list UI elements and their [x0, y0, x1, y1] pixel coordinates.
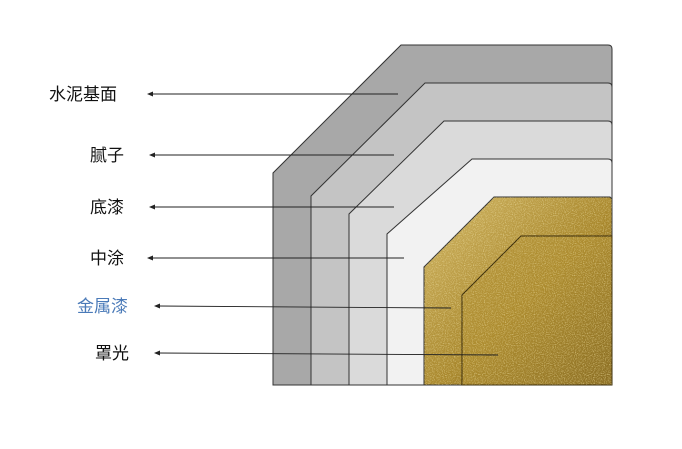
arrowhead-putty	[149, 152, 155, 158]
arrowhead-primer	[149, 204, 155, 210]
label-putty: 腻子	[90, 146, 124, 166]
layer-labels: 水泥基面 腻子 底漆 中涂 金属漆 罩光	[49, 85, 129, 364]
arrowhead-metallic	[154, 303, 160, 309]
arrowhead-midcoat	[147, 255, 153, 261]
label-metallic: 金属漆	[77, 297, 128, 317]
label-primer: 底漆	[90, 198, 124, 218]
clearcoat-texture	[462, 236, 612, 385]
label-midcoat: 中涂	[90, 249, 124, 269]
leader-arrows	[147, 91, 499, 356]
arrowhead-cement-base	[147, 91, 153, 97]
label-cement-base: 水泥基面	[49, 85, 117, 105]
leader-metallic	[157, 305, 452, 309]
label-clearcoat: 罩光	[95, 344, 129, 364]
leader-clearcoat	[157, 352, 499, 356]
arrowhead-clearcoat	[154, 350, 160, 356]
